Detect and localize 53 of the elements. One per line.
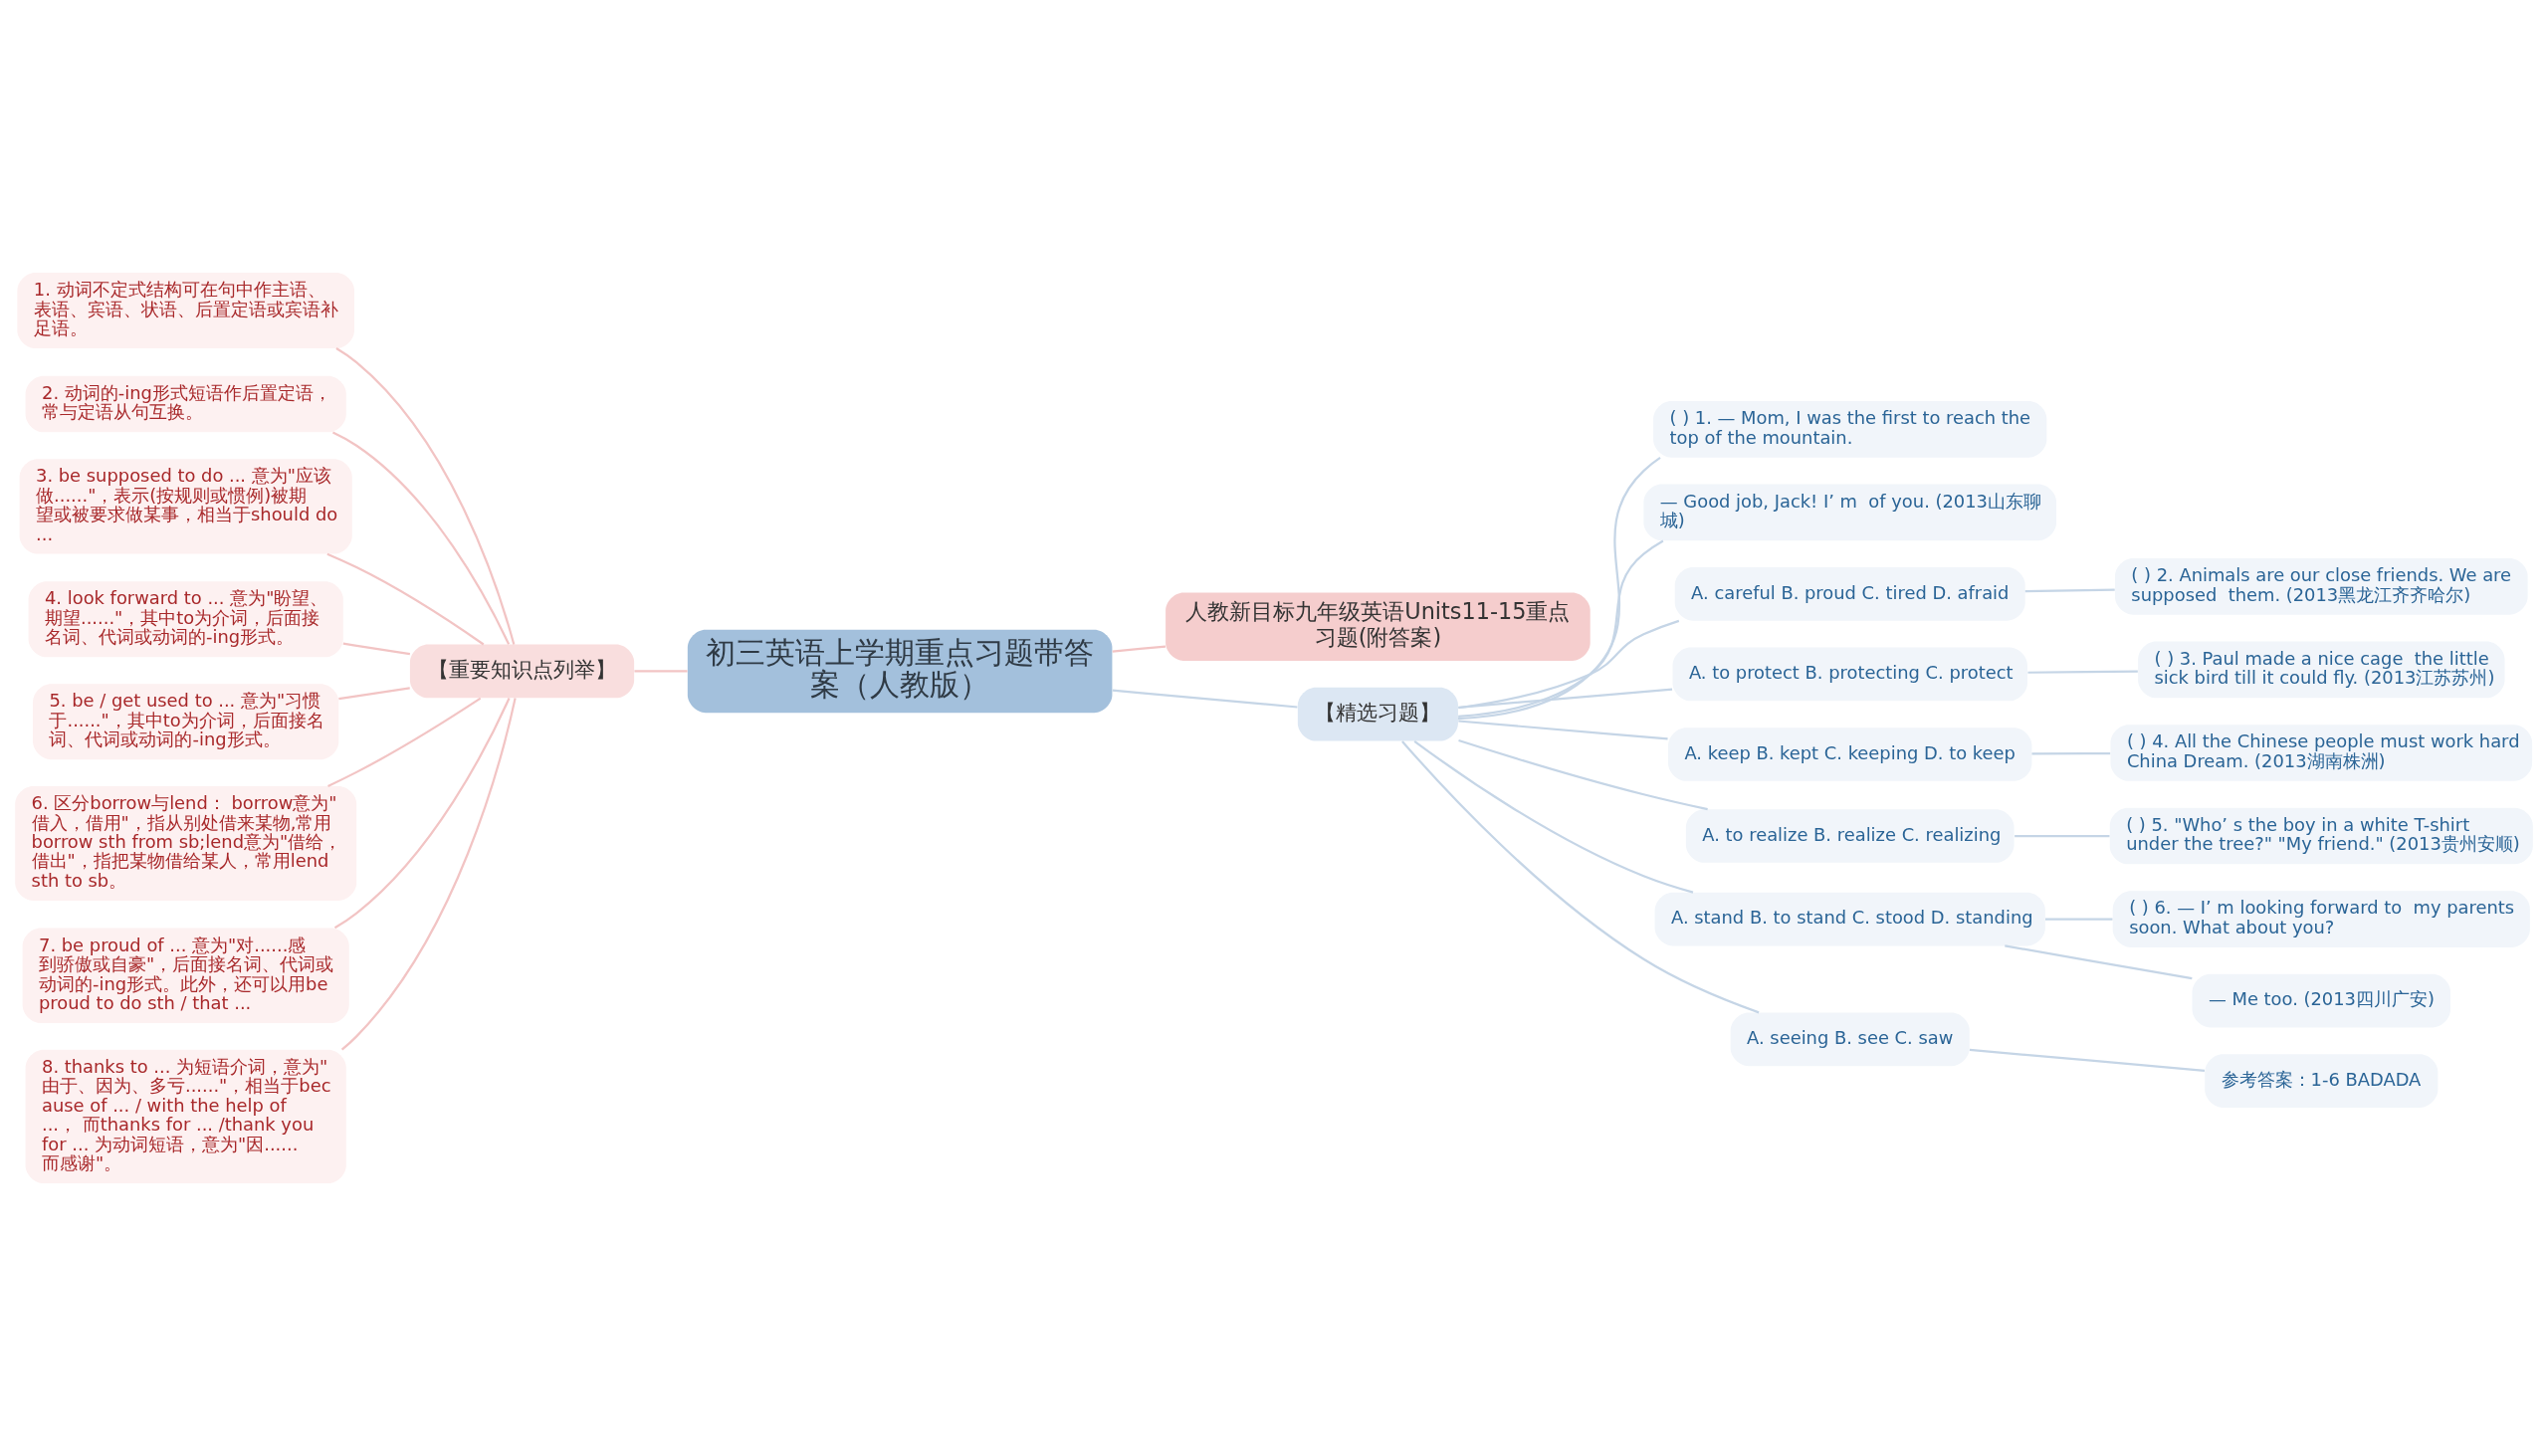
node-box: A. to realize B. realize C. realizing	[1685, 809, 2015, 863]
connector	[2015, 834, 2110, 838]
node-box: ( ) 2. Animals are our close friends. We are supposed them. (2013黑龙江齐齐哈尔)	[2114, 558, 2528, 615]
connector	[327, 697, 482, 787]
node-box: 参考答案：1-6 BADADA	[2205, 1054, 2439, 1108]
connector	[2024, 588, 2115, 593]
connector	[1458, 619, 1680, 710]
connector	[332, 431, 511, 645]
connector	[1969, 1048, 2206, 1072]
node-box: 【重要知识点列举】	[409, 644, 635, 699]
connector	[2045, 918, 2113, 921]
node-box: 2. 动词的-ing形式短语作后置定语，常与定语从句互换。	[25, 375, 346, 433]
node-box: 【精选习题】	[1297, 687, 1458, 741]
connector	[634, 670, 688, 673]
node-box: 7. be proud of ... 意为"对......感到骄傲或自豪"，后面接名词、代词或动词的-ing形式。此外，还可以用be proud to do sth / that ...	[22, 928, 349, 1023]
connector	[335, 347, 516, 645]
node-box: — Me too. (2013四川广安)	[2192, 973, 2451, 1028]
node-box: 初三英语上学期重点习题带答案（人教版）	[687, 629, 1113, 714]
connector	[2031, 752, 2111, 755]
node-box: 1. 动词不定式结构可在句中作主语、表语、宾语、状语、后置定语或宾语补足语。	[17, 272, 354, 349]
node-box: ( ) 1. — Mom, I was the first to reach the top of the mountain.	[1653, 401, 2047, 458]
node-box: A. stand B. to stand C. stood D. standing	[1654, 892, 2045, 946]
node-box: A. to protect B. protecting C. protect	[1672, 647, 2027, 702]
node-box: 人教新目标九年级英语Units11-15重点习题(附答案)	[1166, 592, 1591, 661]
connector	[2005, 944, 2193, 980]
node-box: A. keep B. kept C. keeping D. to keep	[1668, 728, 2032, 781]
node-box: 3. be supposed to do ... 意为"应该做......"，表示(按规则或惯例)被期望或被要求做某事，相当于should do ...	[19, 459, 352, 554]
node-box: ( ) 4. All the Chinese people must work hard China Dream. (2013湖南株洲)	[2110, 725, 2533, 781]
connector	[1112, 689, 1298, 709]
node-box: 6. 区分borrow与lend： borrow意为"借入，借用"，指从别处借来某物,常用borrow sth from sb;lend意为"借给，借出"，指把某物借给某人，常用lend sth to sb。	[15, 786, 357, 901]
node-box: ( ) 5. "Who’ s the boy in a white T-shirt under the tree?" "My friend." (2013贵州安顺)	[2109, 807, 2533, 865]
node-box: 8. thanks to ... 为短语介词，意为"由于、因为、多亏......"，相当于because of ... / with the help of ...， 而thanks for ... /thank you for ... 为动词短语，意为"因......而感谢"。	[25, 1049, 346, 1184]
connector	[1413, 739, 1694, 894]
connector	[338, 687, 410, 701]
node-box: — Good job, Jack! I’ m of you. (2013山东聊城)	[1643, 484, 2057, 541]
node-box: ( ) 6. — I’ m looking forward to my parents soon. What about you?	[2112, 891, 2530, 947]
connector	[2027, 670, 2138, 674]
connector	[1401, 740, 1760, 1014]
connector	[1458, 738, 1708, 811]
connector	[342, 642, 411, 656]
connector	[1458, 688, 1673, 710]
node-box: 4. look forward to ... 意为"盼望、期望......"，其中to为介词，后面接名词、代词或动词的-ing形式。	[28, 581, 343, 658]
node-box: 5. be / get used to ... 意为"习惯于......"，其中to为介词，后面接名词、代词或动词的-ing形式。	[33, 684, 339, 760]
connector	[1112, 645, 1167, 653]
connector	[1457, 456, 1661, 721]
connector	[333, 698, 511, 930]
connector	[326, 552, 485, 646]
connector	[340, 698, 517, 1051]
node-box: A. seeing B. see C. saw	[1730, 1012, 1970, 1067]
connector	[1458, 539, 1664, 718]
connector	[1458, 720, 1668, 740]
node-box: A. careful B. proud C. tired D. afraid	[1674, 567, 2025, 621]
node-box: ( ) 3. Paul made a nice cage the little sick bird till it could fly. (2013江苏苏州)	[2138, 641, 2505, 699]
